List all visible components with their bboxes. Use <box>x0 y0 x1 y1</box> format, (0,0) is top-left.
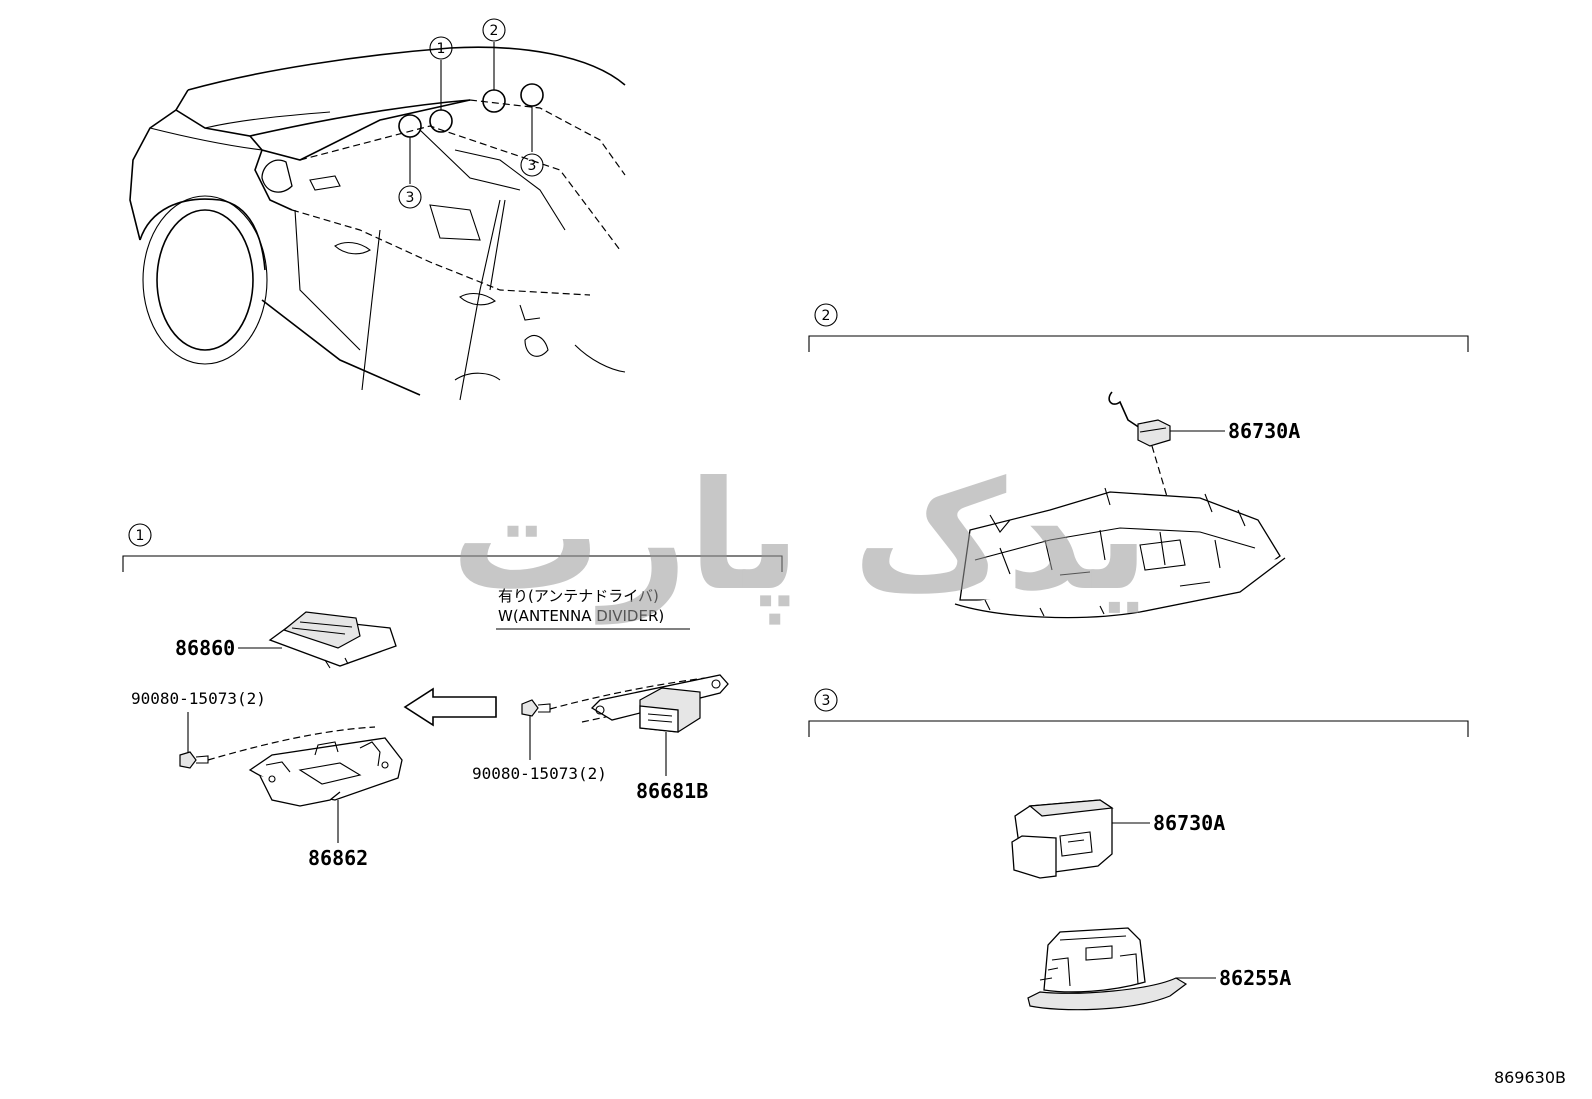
part-86255a-drawing <box>1027 927 1188 1011</box>
section-3-marker: 3 <box>822 693 831 709</box>
screw-left-drawing <box>179 751 209 769</box>
vehicle-callout-1: 1 <box>437 41 446 57</box>
part-86730a-sec3-drawing <box>1011 799 1114 879</box>
part-number-86730a-sec3: 86730A <box>1153 811 1225 835</box>
diagram-code: 869630B <box>1494 1068 1566 1087</box>
section-3: 3 86730A 86255A <box>808 688 1469 1011</box>
part-number-86860: 86860 <box>175 636 235 660</box>
section-2-marker: 2 <box>822 308 831 324</box>
part-86860-drawing <box>268 611 397 669</box>
part-86730a-sec2-drawing <box>1108 391 1171 447</box>
section-1-note-en: W(ANTENNA DIVIDER) <box>498 607 664 625</box>
section-1-note-jp: 有り(アンテナドライバ) <box>498 587 659 605</box>
overhead-console-drawing <box>954 487 1286 619</box>
part-86681b-drawing <box>590 674 729 733</box>
replacement-arrow <box>403 687 497 727</box>
vehicle-overview: 1 2 3 3 <box>129 18 626 401</box>
section-1: 1 有り(アンテナドライバ) W(ANTENNA DIVIDER) 86860 … <box>122 523 783 870</box>
part-number-86862: 86862 <box>308 846 368 870</box>
vehicle-callout-3-rear: 3 <box>528 158 537 174</box>
part-number-screw-right: 90080-15073(2) <box>472 764 607 783</box>
section-1-marker: 1 <box>136 528 145 544</box>
vehicle-callout-3-front: 3 <box>406 190 415 206</box>
part-number-screw-left: 90080-15073(2) <box>131 689 266 708</box>
part-number-86730a-sec2: 86730A <box>1228 419 1300 443</box>
part-number-86255a: 86255A <box>1219 966 1291 990</box>
screw-right-drawing <box>521 699 551 717</box>
part-number-86681b: 86681B <box>636 779 708 803</box>
watermark: یدک پارت <box>451 450 1150 625</box>
vehicle-callout-2: 2 <box>490 23 499 39</box>
part-86862-drawing <box>248 737 403 807</box>
section-2: 2 86730A <box>808 303 1469 619</box>
